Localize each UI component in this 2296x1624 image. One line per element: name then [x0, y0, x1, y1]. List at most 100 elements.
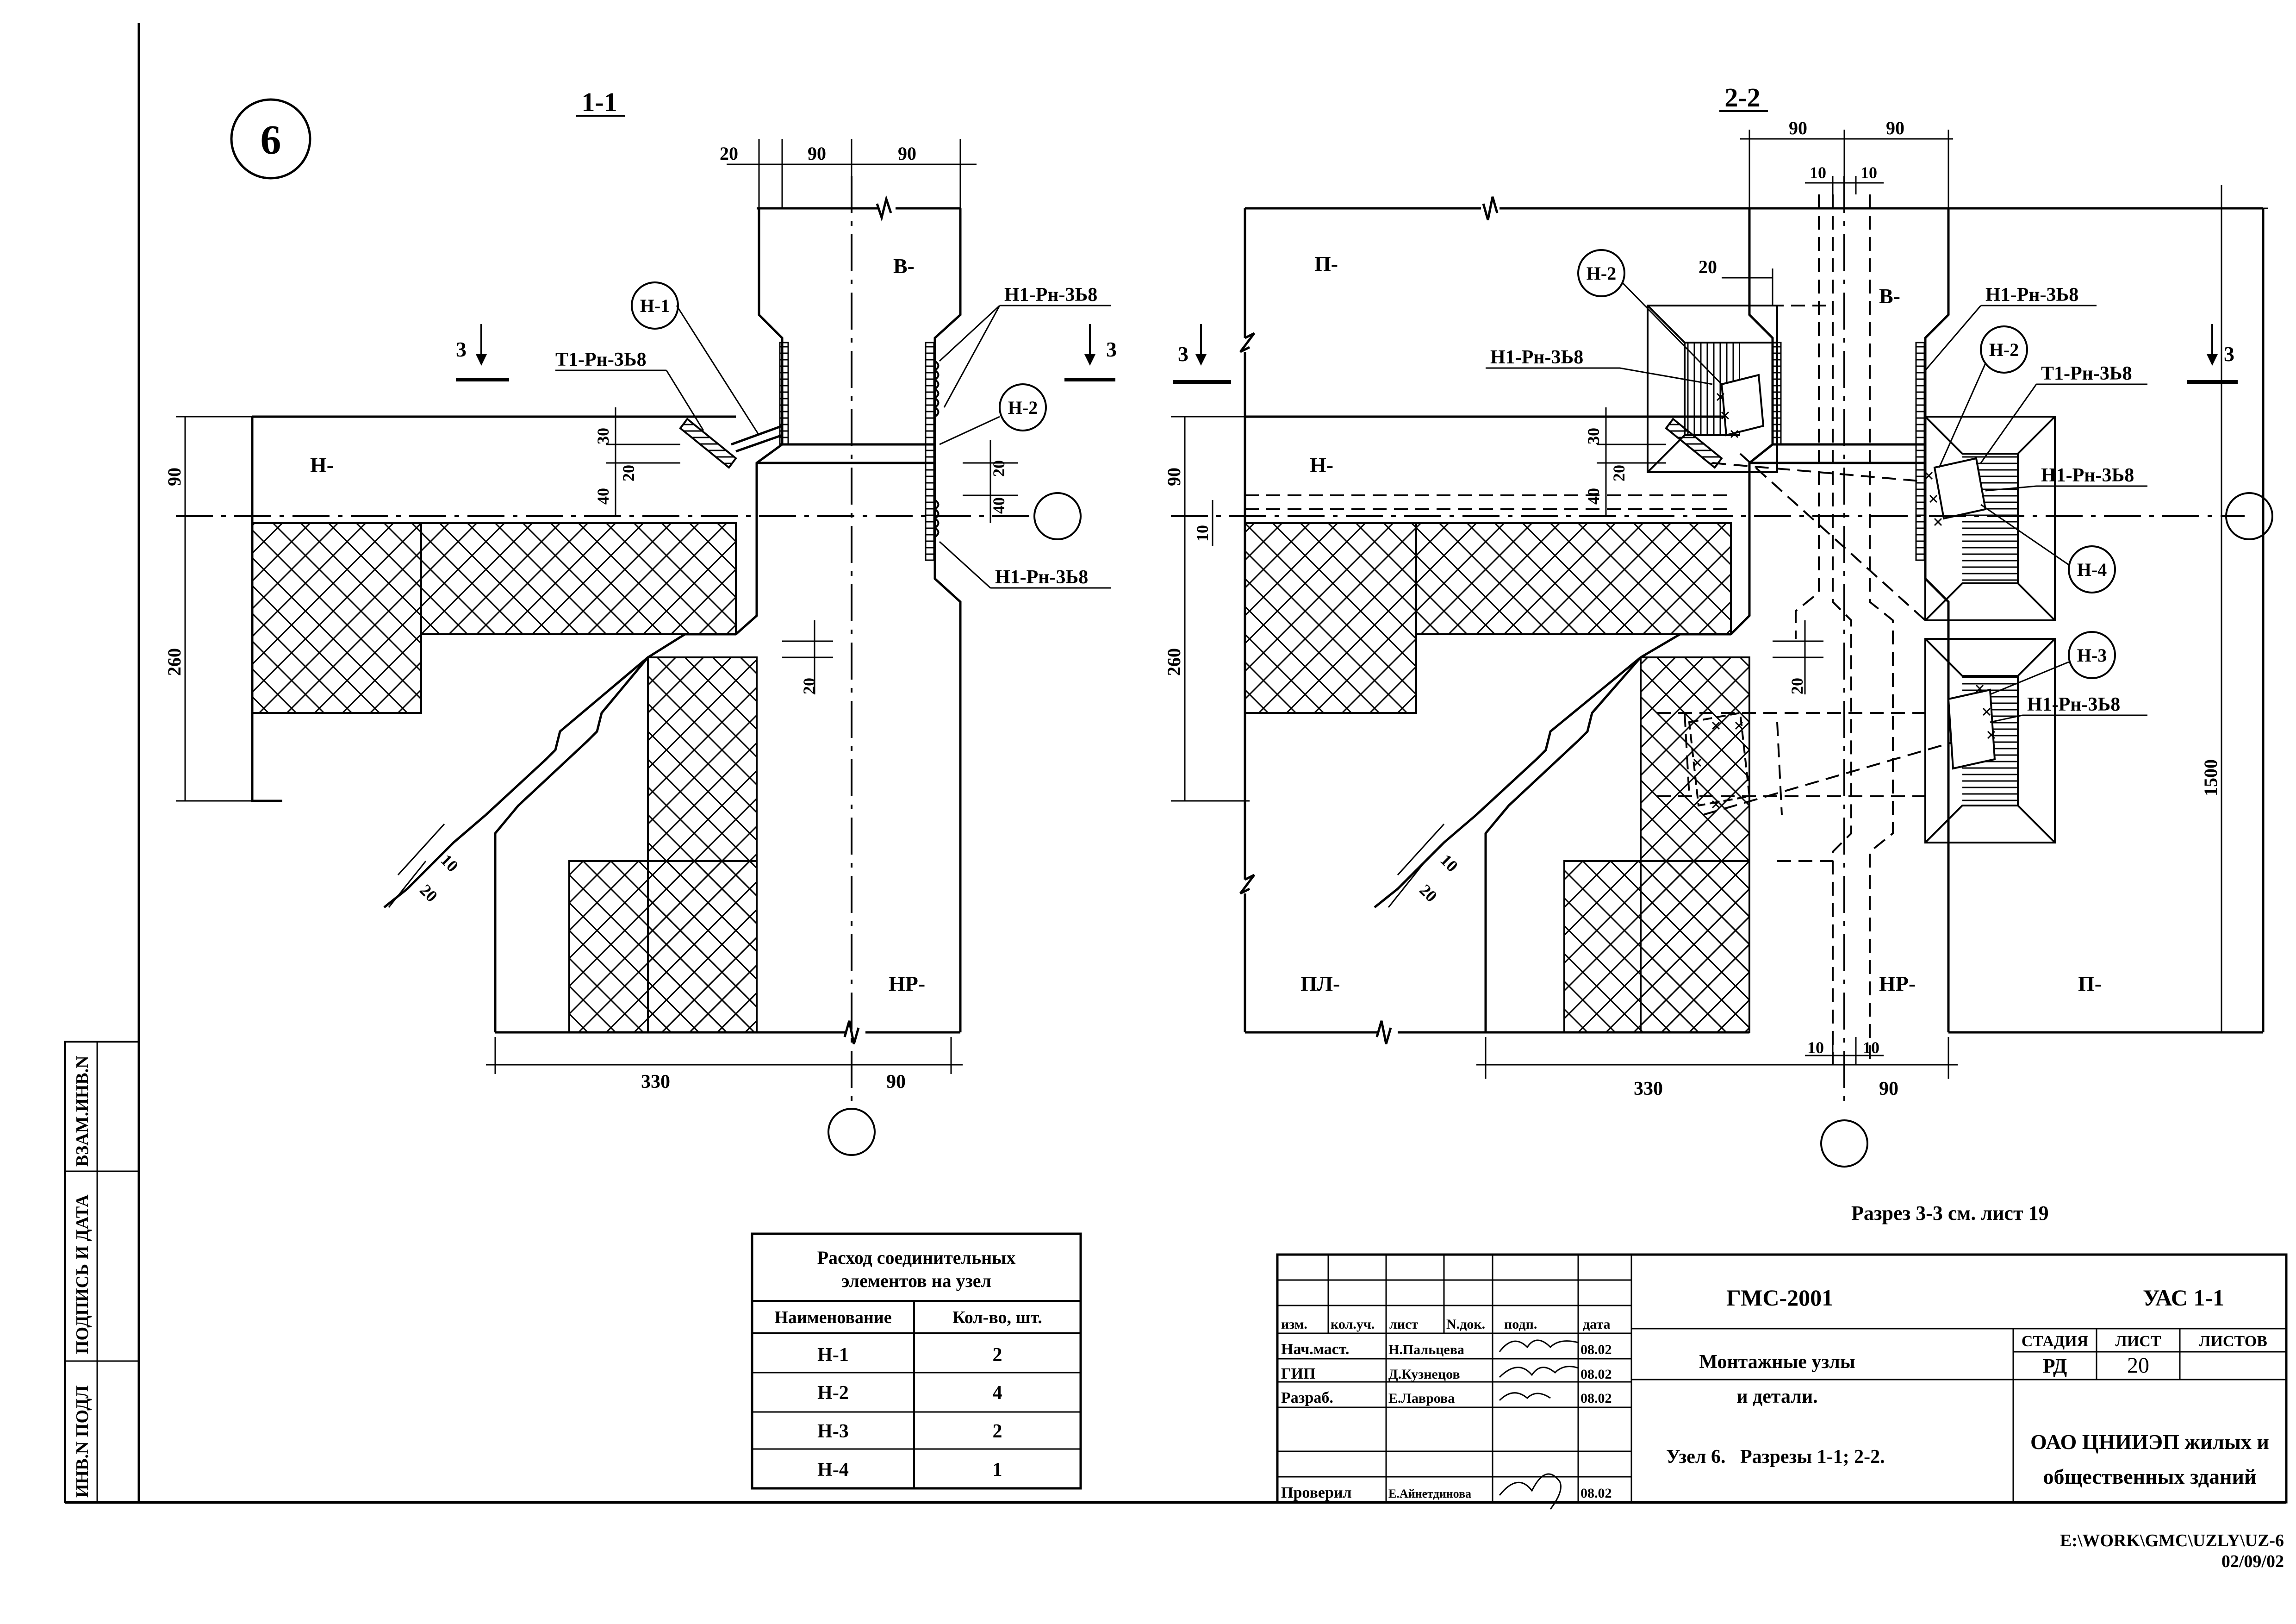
table-row-name: Н-3: [817, 1421, 849, 1442]
s2-weld-4: Н1-Рн-3Ь8: [2041, 465, 2134, 486]
s1-dim-v30: 30: [594, 428, 612, 444]
tb-subject-2: и детали.: [1736, 1386, 1817, 1407]
tb-hdr-izm: изм.: [1281, 1317, 1307, 1332]
s1-weld-h1-top: Н1-Рн-3Ь8: [1004, 284, 1097, 306]
s2-dim-b90: 90: [1879, 1078, 1898, 1099]
section-1-title: 1-1: [581, 87, 617, 117]
title-block: изм. кол.уч. лист N.док. подп. дата Нач.…: [1276, 1253, 2288, 1510]
s2-dim-v90: 90: [1164, 468, 1184, 486]
s2-dim-v260: 260: [1164, 648, 1184, 676]
tb-hdr-ndok: N.док.: [1446, 1317, 1485, 1332]
file-path: E:\WORK\GMC\UZLY\UZ-6: [2060, 1531, 2284, 1550]
s2-dim-mid20: 20: [1788, 678, 1806, 694]
section-2-2: 2-2: [1164, 82, 2273, 1224]
s2-callout-n4: Н-4: [2077, 559, 2107, 580]
tb-role: Проверил: [1281, 1484, 1352, 1501]
tb-name: Н.Пальцева: [1388, 1342, 1464, 1357]
node-number: 6: [261, 117, 281, 163]
table-header-qty: Кол-во, шт.: [952, 1308, 1042, 1327]
s1-section-mark-right: 3: [1106, 337, 1117, 361]
s2-dim-diag10: 10: [1437, 850, 1462, 875]
tb-sheet-label: ЛИСТ: [2115, 1333, 2161, 1350]
podpis-label: ПОДПИСЬ И ДАТА: [73, 1194, 92, 1354]
s2-dim-t10b: 10: [1860, 163, 1877, 182]
s2-note: Разрез 3-3 см. лист 19: [1851, 1202, 2049, 1224]
tb-sheets-label: ЛИСТОВ: [2199, 1333, 2267, 1350]
s1-section-mark-left: 3: [456, 337, 467, 361]
hatch-block-2: [420, 522, 737, 635]
table-row-qty: 1: [993, 1459, 1002, 1480]
file-date: 02/09/02: [2221, 1552, 2284, 1571]
s2-weld-3: Т1-Рн-3Ь8: [2041, 363, 2132, 384]
s1-callout-n1: Н-1: [640, 295, 670, 316]
table-row-name: Н-1: [817, 1344, 849, 1366]
tb-hdr-data: дата: [1583, 1317, 1611, 1332]
table-row-name: Н-2: [817, 1382, 849, 1404]
s2-dim-d20: 20: [1699, 256, 1717, 277]
tb-code: ГМС-2001: [1726, 1285, 1833, 1311]
s2-dim-r1500: 1500: [2200, 759, 2221, 796]
s1-dim-v20: 20: [619, 465, 638, 481]
s2-dim-v10: 10: [1193, 525, 1212, 542]
s1-dim-v260: 260: [164, 648, 185, 676]
tb-org-1: ОАО ЦНИИЭП жилых и: [2030, 1430, 2269, 1454]
s2-dim-t90a: 90: [1789, 118, 1807, 138]
s1-dim-r20: 20: [989, 460, 1008, 477]
table-title-1: Расход соединительных: [817, 1247, 1016, 1268]
tb-hdr-podp: подп.: [1504, 1317, 1537, 1332]
tb-role: ГИП: [1281, 1365, 1316, 1382]
table-title-2: элементов на узел: [841, 1270, 991, 1291]
s1-weld-h1-bottom: Н1-Рн-3Ь8: [995, 567, 1088, 588]
s1-label-hr: НР-: [889, 972, 925, 995]
node-number-marker: 6: [230, 98, 311, 180]
s1-dim-90b: 90: [898, 143, 916, 164]
consumption-table: Расход соединительных элементов на узел …: [751, 1232, 1082, 1490]
s2-callout-n2-right: Н-2: [1989, 339, 2019, 360]
s1-callout-n2: Н-2: [1008, 397, 1038, 418]
tb-org-2: общественных зданий: [2043, 1465, 2257, 1488]
s2-dim-b10a: 10: [1807, 1038, 1824, 1057]
tb-detail: Узел 6. Разрезы 1-1; 2-2.: [1666, 1446, 1885, 1468]
s2-label-pl: ПЛ-: [1300, 972, 1340, 995]
s2-section-mark-left: 3: [1178, 342, 1188, 366]
s1-dim-r40: 40: [989, 497, 1008, 514]
tb-stage: РД: [2043, 1355, 2067, 1377]
s2-dim-diag20: 20: [1416, 881, 1441, 906]
s2-label-v: В-: [1879, 284, 1900, 308]
s2-dim-v30: 30: [1584, 428, 1603, 444]
s1-dim-v40: 40: [594, 488, 612, 505]
left-margin-stamp: ИНВ.N ПОДЛ ПОДПИСЬ И ДАТА ВЗАМ.ИНВ.N: [64, 1041, 140, 1503]
s2-callout-n3: Н-3: [2077, 645, 2107, 666]
tb-role: Разраб.: [1281, 1389, 1333, 1406]
s1-weld-t1: Т1-Рн-3Ь8: [555, 349, 647, 370]
s2-weld-5: Н1-Рн-3Ь8: [2027, 694, 2120, 715]
tb-name: Е.Лаврова: [1388, 1391, 1455, 1406]
s1-label-h: Н-: [310, 453, 334, 477]
tb-subject-1: Монтажные узлы: [1699, 1351, 1855, 1373]
tb-stage-label: СТАДИЯ: [2022, 1333, 2088, 1350]
s2-label-p-bottom: П-: [2078, 972, 2102, 995]
s2-label-p-top: П-: [1314, 252, 1338, 275]
tb-date: 08.02: [1580, 1486, 1612, 1501]
vzam-label: ВЗАМ.ИНВ.N: [73, 1056, 92, 1167]
tb-date: 08.02: [1580, 1367, 1612, 1382]
s2-callout-n2-left: Н-2: [1587, 263, 1616, 284]
inv-podl-label: ИНВ.N ПОДЛ: [73, 1385, 92, 1498]
s1-dim-diag20: 20: [416, 881, 441, 906]
s2-label-h: Н-: [1310, 453, 1333, 477]
tb-sheet: 20: [2127, 1353, 2149, 1378]
s2-weld-2: Н1-Рн-3Ь8: [1490, 347, 1583, 368]
tb-role: Нач.маст.: [1281, 1341, 1349, 1358]
tb-hdr-kol: кол.уч.: [1331, 1317, 1375, 1332]
s1-dim-b90: 90: [886, 1071, 906, 1093]
s2-weld-1: Н1-Рн-3Ь8: [1985, 284, 2078, 306]
s2-section-mark-right: 3: [2224, 342, 2234, 366]
table-header-name: Наименование: [774, 1308, 891, 1327]
hatch-block-1: [251, 522, 422, 714]
s1-dim-20: 20: [720, 143, 738, 164]
s2-dim-t10a: 10: [1810, 163, 1826, 182]
tb-date: 08.02: [1580, 1342, 1612, 1357]
s2-dim-v20: 20: [1610, 465, 1628, 481]
tb-series: УАС 1-1: [2143, 1285, 2224, 1311]
